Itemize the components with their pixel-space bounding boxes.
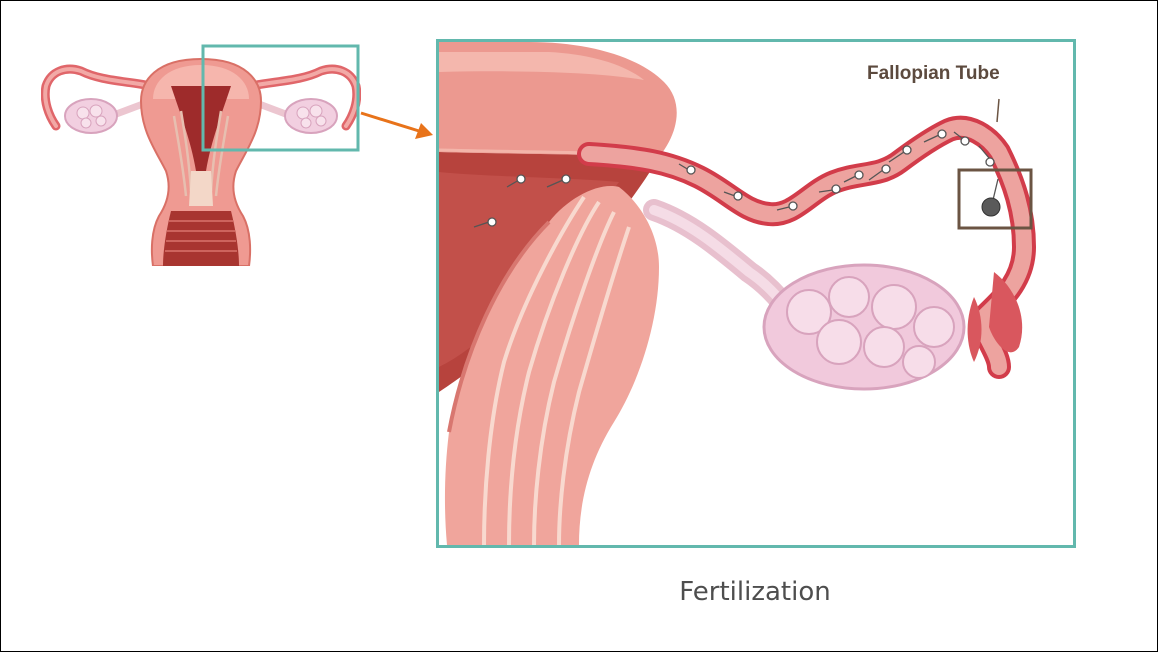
zoomed-tube-illustration xyxy=(439,42,1073,545)
tube-label-pointer xyxy=(997,99,999,122)
connector-arrow xyxy=(1,1,441,161)
egg-icon xyxy=(982,198,1000,216)
fallopian-tube-label: Fallopian Tube xyxy=(867,63,1000,85)
vaginal-canal xyxy=(163,211,239,266)
diagram-caption: Fertilization xyxy=(1,577,1158,607)
zoomed-view-panel xyxy=(436,39,1076,548)
ovary xyxy=(764,265,964,389)
